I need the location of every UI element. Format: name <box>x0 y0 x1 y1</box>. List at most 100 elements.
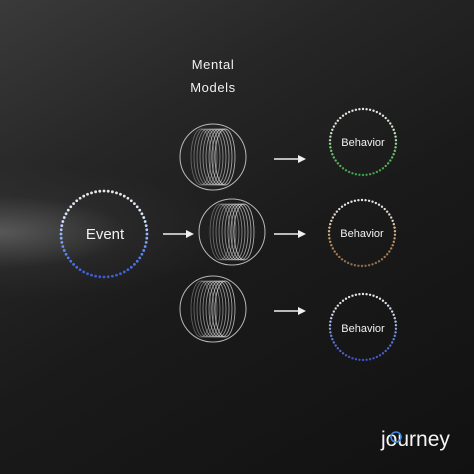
ring-dot <box>328 226 331 229</box>
ring-dot <box>390 310 394 313</box>
ring-dot <box>138 256 142 260</box>
coil-loop <box>211 280 233 338</box>
ring-dot <box>341 352 345 355</box>
ring-dot <box>59 232 63 236</box>
ring-dot <box>392 338 395 341</box>
ring-dot <box>375 110 379 114</box>
ring-dot <box>368 293 372 296</box>
ring-dot <box>386 304 390 307</box>
ring-dot <box>334 122 337 125</box>
ring-dot <box>61 245 65 248</box>
ring-dot <box>143 220 147 223</box>
ring-dot <box>75 265 79 269</box>
coil-outer-ring <box>179 275 247 343</box>
ring-dot <box>368 358 372 361</box>
ring-dot <box>94 190 98 194</box>
ring-dot <box>329 222 332 226</box>
ring-dot <box>361 107 365 111</box>
ring-dot <box>377 203 381 206</box>
ring-dot <box>334 159 337 162</box>
coil-loop <box>221 203 243 261</box>
ring-dot <box>328 327 332 330</box>
ring-dot <box>347 295 351 299</box>
header-line-1: Mental <box>192 57 235 72</box>
coil-loop <box>233 203 255 261</box>
ring-dot <box>380 258 384 261</box>
ring-dot <box>64 212 68 216</box>
behavior-3-dotted-ring <box>328 292 398 362</box>
ring-dot <box>350 263 353 266</box>
ring-dot <box>393 131 396 135</box>
ring-dot <box>380 205 384 208</box>
ring-dot <box>375 295 379 299</box>
ring-dot <box>384 164 387 168</box>
ring-dot <box>133 263 136 266</box>
ring-dot <box>354 358 358 361</box>
ring-dot <box>353 199 357 202</box>
coil-loop <box>215 203 237 261</box>
ring-dot <box>341 167 345 170</box>
ring-dot <box>75 199 79 203</box>
ring-dot <box>385 210 389 213</box>
ring-dot <box>353 264 357 267</box>
ring-dot <box>392 313 395 316</box>
ring-dot <box>375 355 379 359</box>
ring-dot <box>361 292 365 296</box>
mental-model-coil-top <box>179 123 247 191</box>
coil-loop <box>208 280 230 338</box>
ring-dot <box>115 191 118 195</box>
ring-dot <box>347 355 351 359</box>
ring-dot <box>333 250 336 253</box>
ring-dot <box>389 216 393 219</box>
ring-dot <box>327 230 331 233</box>
ring-dot <box>142 249 146 252</box>
ring-dot <box>367 264 371 267</box>
mental-model-coil-middle <box>198 198 266 266</box>
ring-dot <box>393 226 396 229</box>
ring-dot <box>339 349 342 353</box>
ring-dot <box>374 201 378 205</box>
ring-dot <box>336 162 340 165</box>
ring-dot <box>106 275 110 279</box>
ring-dot <box>392 128 395 131</box>
coil-loop <box>202 128 224 186</box>
ring-dot <box>138 208 142 212</box>
ring-dot <box>334 344 337 347</box>
ring-dot <box>341 114 345 117</box>
ring-dot <box>145 228 149 232</box>
coil-outer-ring <box>198 198 266 266</box>
ring-dot <box>145 236 149 240</box>
ring-dot <box>351 172 354 175</box>
coil-loop <box>205 128 227 186</box>
ring-dot <box>327 233 331 236</box>
ring-dot <box>329 240 332 244</box>
ring-dot <box>344 112 348 115</box>
ring-dot <box>390 341 394 344</box>
ring-dot <box>358 292 361 296</box>
ring-dot <box>82 194 86 198</box>
ring-dot <box>90 273 93 277</box>
ring-dot <box>143 245 147 248</box>
ring-dot <box>372 294 375 297</box>
ring-dot <box>331 216 335 219</box>
ring-dot <box>357 264 360 268</box>
arrow-event-to-models <box>163 230 194 238</box>
ring-dot <box>329 135 332 138</box>
behavior-1-dotted-ring <box>328 107 398 177</box>
ring-dot <box>393 316 396 320</box>
ring-dot <box>126 196 130 200</box>
ring-dot <box>98 275 102 279</box>
ring-dot <box>368 108 372 111</box>
ring-dot <box>333 213 336 216</box>
event-dotted-ring <box>59 189 149 279</box>
ring-dot <box>346 201 350 205</box>
ring-dot <box>386 119 390 122</box>
ring-dot <box>78 268 82 272</box>
ring-dot <box>331 247 335 250</box>
coil-loop <box>214 128 236 186</box>
ring-dot <box>330 149 333 153</box>
ring-dot <box>336 304 340 307</box>
ring-dot <box>365 358 368 362</box>
mental-model-coil-bottom <box>179 275 247 343</box>
ring-dot <box>62 216 66 219</box>
